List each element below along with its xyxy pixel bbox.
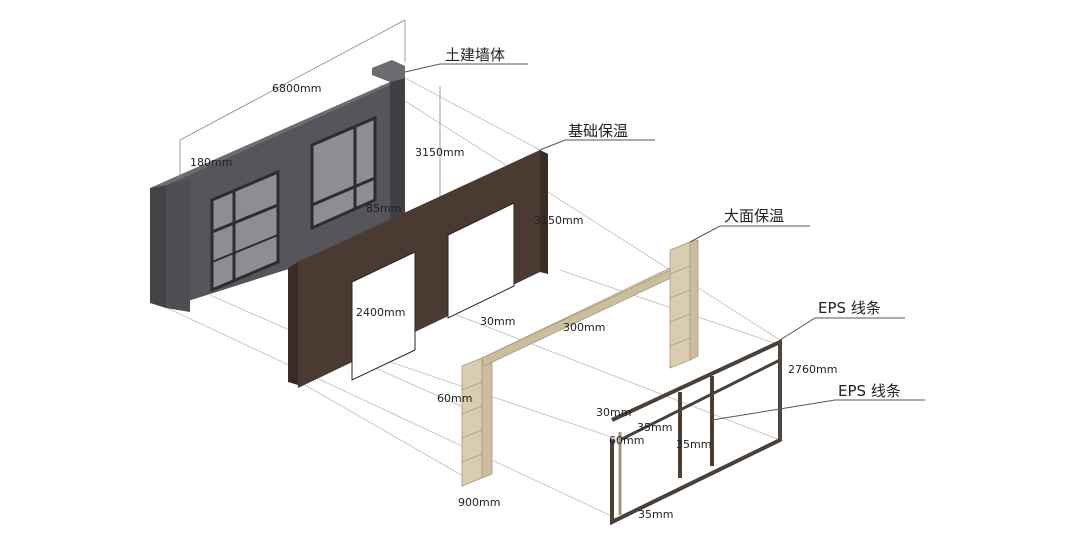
civil-wall-window-right — [310, 115, 377, 231]
dim-eps-bottom: 35mm — [638, 508, 673, 521]
face-insulation-pillar-right — [669, 241, 691, 369]
dim-eps-bar-1: 35mm — [637, 421, 672, 434]
dim-eps-bar-2: 35mm — [676, 438, 711, 451]
leader-lines — [404, 63, 925, 440]
base-insulation-side — [288, 262, 298, 385]
dim-base-thickness: 85mm — [366, 202, 401, 215]
base-insulation — [288, 150, 548, 388]
dim-eps-depth: 60mm — [609, 434, 644, 447]
civil-wall-side — [150, 185, 166, 308]
dim-base-opening: 2400mm — [356, 306, 405, 319]
base-insulation-opening-left — [351, 251, 416, 381]
face-insulation-pillar-left — [461, 357, 483, 487]
callout-eps-strip-1: EPS 线条 — [818, 299, 881, 317]
civil-wall-top — [150, 78, 405, 188]
dim-face-top-width: 300mm — [563, 321, 605, 334]
dim-eps-thickness: 30mm — [596, 406, 631, 419]
dim-wall-length: 6800mm — [272, 82, 321, 95]
base-insulation-opening-right — [447, 202, 515, 319]
civil-wall-pilaster-left — [166, 180, 190, 312]
dim-wall-thickness: 180mm — [190, 156, 232, 169]
face-insulation — [461, 239, 699, 487]
callout-base-insulation: 基础保温 — [568, 122, 628, 140]
dim-eps-height: 2760mm — [788, 363, 837, 376]
dim-face-bottom-width: 900mm — [458, 496, 500, 509]
civil-wall-window-left — [210, 169, 280, 293]
civil-wall-pilaster-right — [372, 60, 405, 82]
callout-face-insulation: 大面保温 — [724, 207, 784, 225]
dim-face-thickness: 30mm — [480, 315, 515, 328]
guide-lines — [149, 77, 781, 521]
dim-base-height: 3150mm — [534, 214, 583, 227]
callout-civil-wall: 土建墙体 — [445, 46, 505, 64]
dim-face-pillar-width: 60mm — [437, 392, 472, 405]
callout-eps-strip-2: EPS 线条 — [838, 382, 901, 400]
dim-wall-height: 3150mm — [415, 146, 464, 159]
civil-wall-pilaster-right-face — [390, 78, 405, 236]
